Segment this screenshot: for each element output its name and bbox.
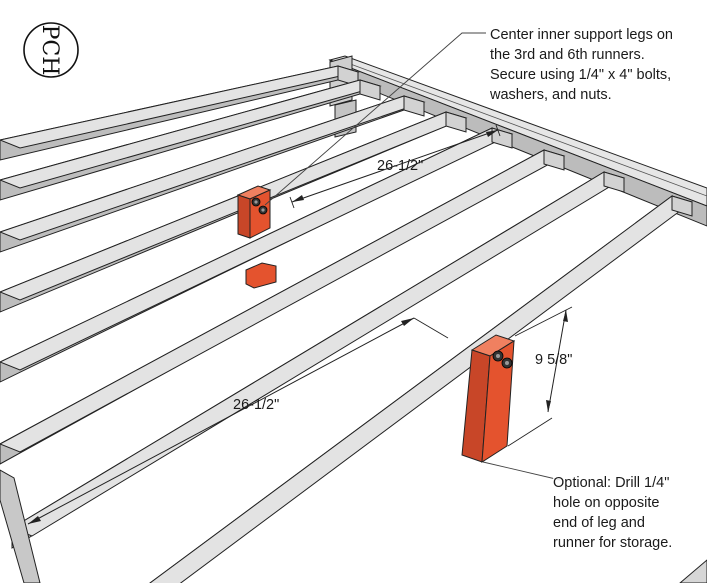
callout-leader-bottom	[482, 461, 561, 481]
support-leg-upper	[236, 185, 277, 289]
callout-bottom: Optional: Drill 1/4" hole on opposite en…	[553, 473, 673, 553]
dimension-leg-height: 9 5/8"	[507, 306, 572, 447]
dimension-label: 26-1/2"	[377, 158, 423, 174]
runners	[0, 65, 707, 583]
callout-line: the 3rd and 6th runners.	[490, 47, 645, 63]
dimension-upper-spacing: 26-1/2"	[289, 124, 501, 209]
logo: PCH	[23, 22, 79, 78]
callout-line: end of leg and	[553, 515, 645, 531]
callout-line: runner for storage.	[553, 535, 673, 551]
callout-line: washers, and nuts.	[490, 87, 612, 103]
runner-end-cap	[491, 127, 513, 149]
logo-mark: PCH	[37, 25, 62, 76]
callout-line: Optional: Drill 1/4"	[553, 475, 670, 491]
callout-leader-top	[264, 32, 486, 206]
callout-line: hole on opposite	[553, 495, 660, 511]
runner-end-cap	[603, 171, 625, 193]
callout-line: Center inner support legs on	[490, 27, 673, 43]
dimension-lower-spacing: 26-1/2"	[27, 317, 449, 525]
corner-board	[679, 559, 707, 583]
runner-end-cap	[403, 95, 425, 117]
callout-line: Secure using 1/4" x 4" bolts,	[490, 67, 672, 83]
end-rail	[0, 469, 41, 583]
runner-end-cap	[671, 195, 693, 217]
runner-end-cap	[445, 111, 467, 133]
support-leg-lower	[461, 334, 516, 463]
runner-end-cap	[543, 149, 565, 171]
logo-circle-icon	[23, 22, 79, 78]
runner-end-cap	[359, 79, 381, 101]
callout-top: Center inner support legs on the 3rd and…	[490, 25, 673, 105]
dimension-label: 9 5/8"	[535, 352, 572, 368]
dimension-label: 26-1/2"	[233, 397, 279, 413]
